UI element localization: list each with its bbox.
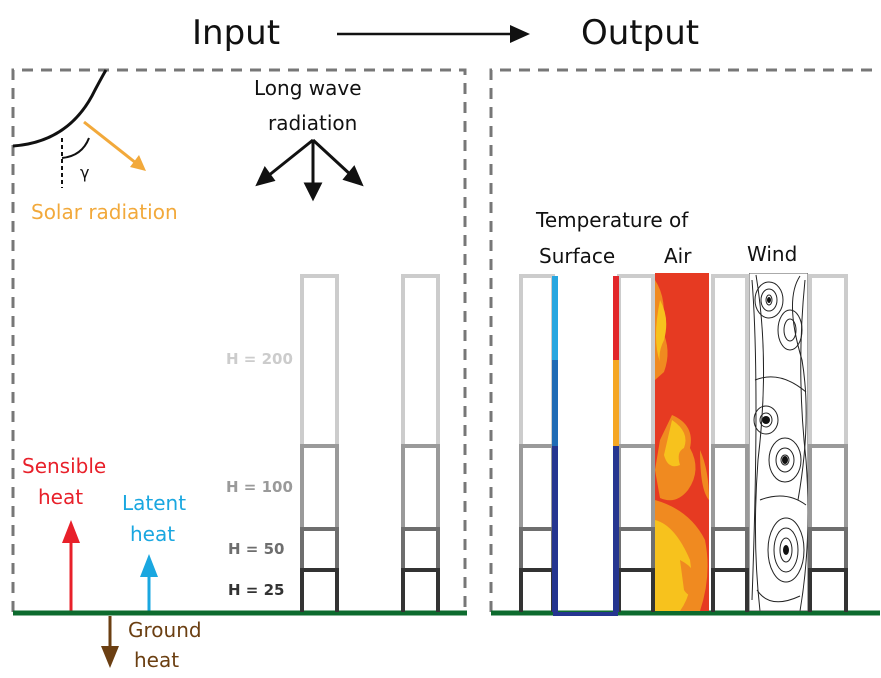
input-heading: Input: [192, 13, 281, 53]
building-tower: [300, 274, 339, 612]
surface-temperature-left-wall: [552, 276, 558, 612]
height-label-100: H = 100: [226, 478, 293, 496]
solar-ray-arrow: [83, 120, 146, 171]
surface-label: Surface: [539, 244, 616, 268]
output-heading: Output: [581, 13, 700, 53]
latent-heat-arrow: [140, 554, 158, 612]
output-panel-frame: [489, 68, 878, 612]
temperature-of-label: Temperature of: [536, 208, 689, 232]
building-tower: [617, 274, 655, 612]
building-towers-input: [300, 274, 440, 612]
latent-heat-label-line1: Latent: [122, 491, 187, 515]
input-output-arrow: [337, 25, 530, 43]
ground-heat-label-line1: Ground: [128, 618, 202, 642]
building-tower: [519, 274, 555, 612]
long-wave-arrows: [255, 138, 364, 202]
wind-label: Wind: [747, 242, 798, 266]
ground-heat-arrow: [101, 616, 119, 668]
ground-heat-label-line2: heat: [134, 648, 180, 672]
latent-heat-label-line2: heat: [130, 522, 176, 546]
sensible-heat-label-line1: Sensible: [22, 454, 107, 478]
air-label: Air: [664, 244, 692, 268]
gamma-angle-arc: [61, 137, 90, 159]
street-surface-temperature: [553, 446, 618, 616]
solar-radiation-label: Solar radiation: [31, 200, 178, 224]
gamma-label: γ: [80, 163, 90, 182]
building-tower: [401, 274, 440, 612]
long-wave-label-line1: Long wave: [254, 76, 362, 100]
input-panel-frame: [11, 68, 467, 612]
long-wave-label-line2: radiation: [268, 111, 358, 135]
surface-temperature-right-wall: [613, 276, 619, 612]
sun-arc: [12, 69, 108, 148]
height-label-50: H = 50: [228, 540, 285, 558]
height-label-25: H = 25: [228, 581, 285, 599]
building-tower: [711, 274, 749, 612]
sensible-heat-arrow: [62, 520, 80, 612]
sensible-heat-label-line2: heat: [38, 485, 84, 509]
height-label-200: H = 200: [226, 350, 293, 368]
building-tower: [808, 274, 848, 612]
wind-streamlines: [749, 273, 808, 611]
air-temperature-field: [655, 273, 709, 611]
